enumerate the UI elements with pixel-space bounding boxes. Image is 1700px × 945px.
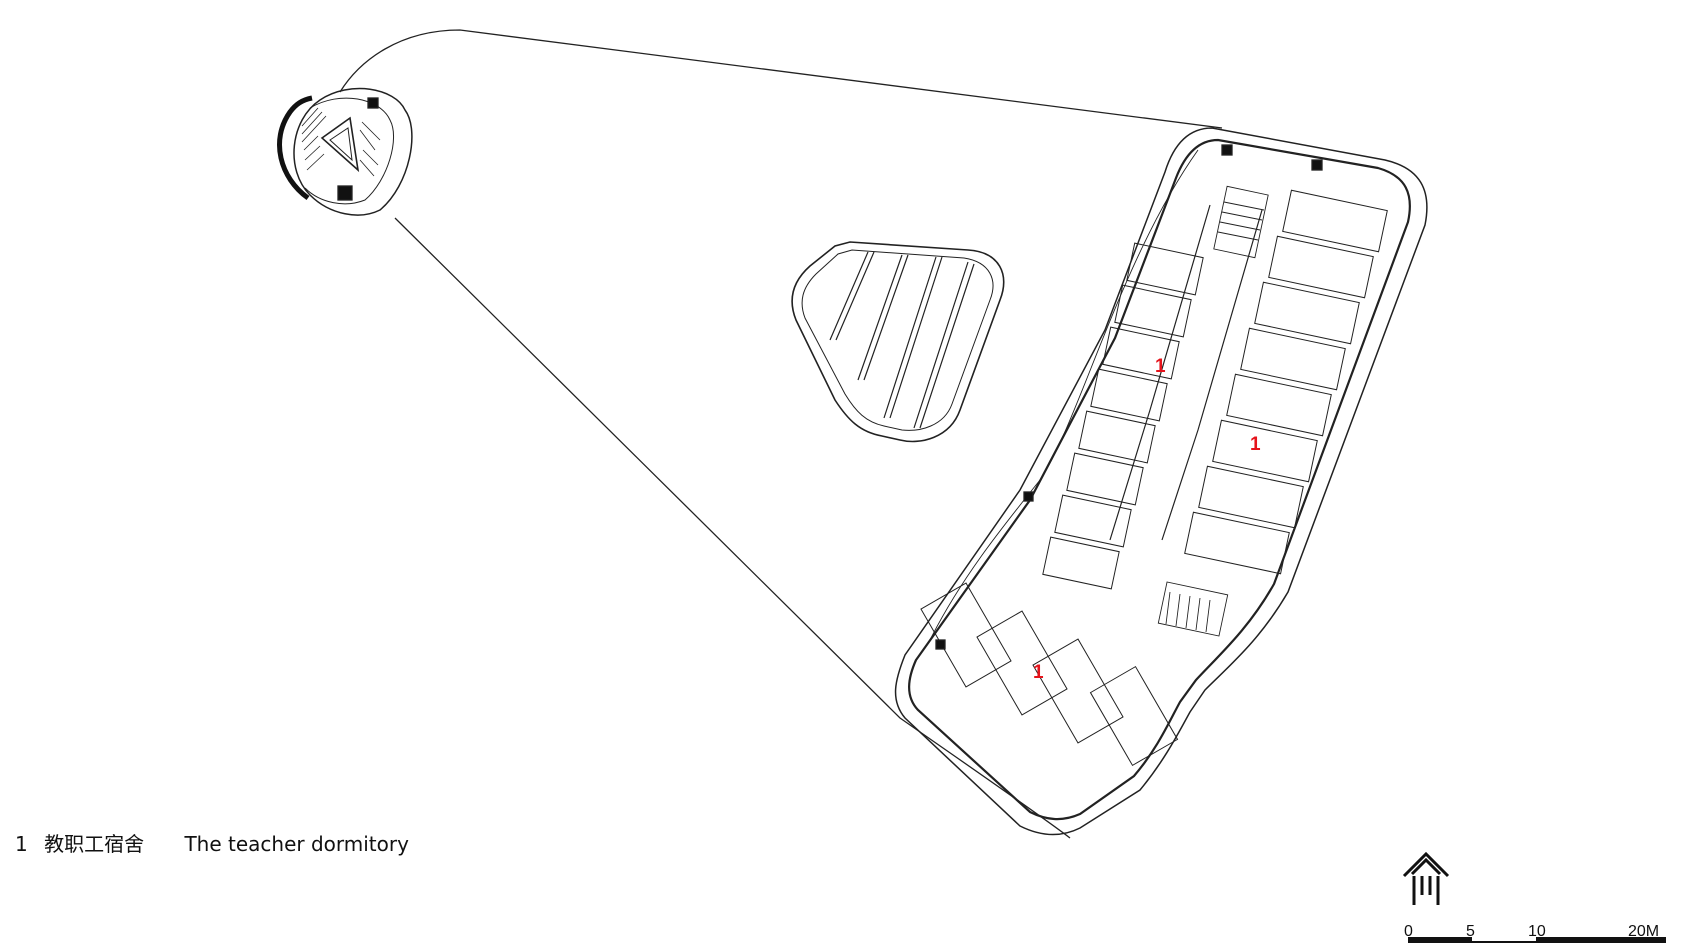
legend-description-en: The teacher dormitory xyxy=(184,832,409,856)
room-label-1b: 1 xyxy=(1250,434,1261,455)
room-label-1a: 1 xyxy=(1155,356,1166,377)
dormitory-block xyxy=(894,127,1428,836)
stair-tower xyxy=(277,87,413,216)
scale-tick-20m: 20M xyxy=(1628,923,1660,940)
scale-bar xyxy=(1408,937,1666,943)
courtyard-void xyxy=(791,241,1005,443)
legend-number: 1 xyxy=(15,832,28,856)
legend-description-cn: 教职工宿舍 xyxy=(44,832,145,856)
room-label-1c: 1 xyxy=(1033,662,1044,683)
scale-tick-10: 10 xyxy=(1528,923,1546,940)
scale-tick-0: 0 xyxy=(1404,923,1413,940)
north-arrow-icon xyxy=(1402,851,1450,905)
scale-tick-5: 5 xyxy=(1466,923,1475,940)
legend: 1 教职工宿舍 The teacher dormitory xyxy=(15,828,409,857)
site-outline xyxy=(339,29,1223,839)
